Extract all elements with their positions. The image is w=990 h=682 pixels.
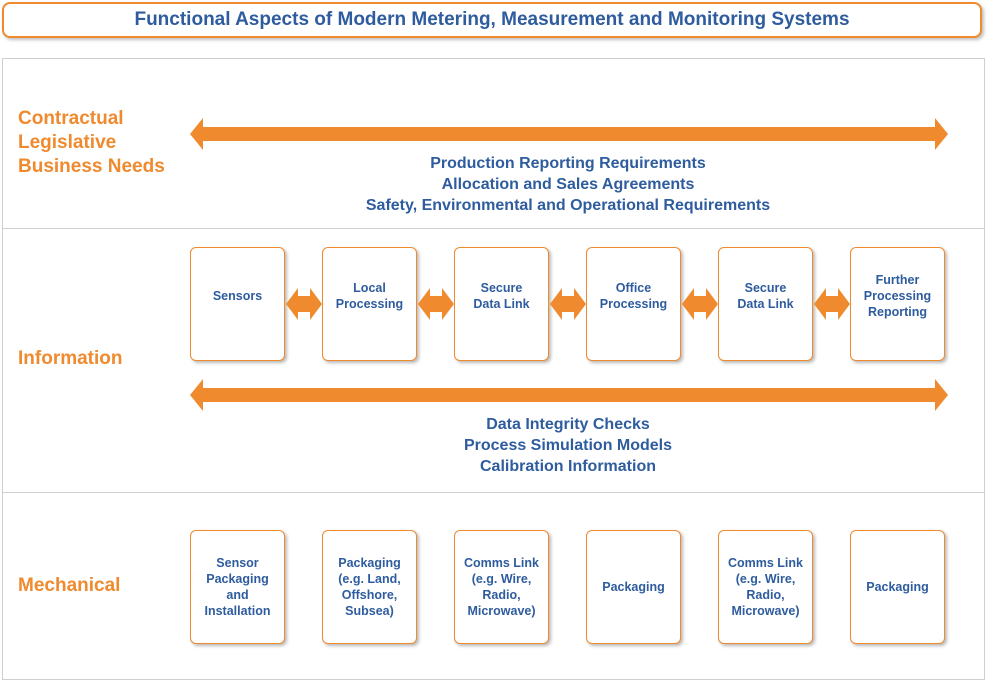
mech-box-packaging-2: Packaging	[850, 530, 945, 644]
box-label: Comms Link (e.g. Wire, Radio, Microwave)	[727, 556, 803, 618]
mechanical-row-label: Mechanical	[18, 575, 121, 596]
info-box-office-processing: Office Processing	[586, 247, 681, 361]
diagram-frame	[2, 58, 985, 680]
mech-box-packaging-land: Packaging (e.g. Land, Offshore, Subsea)	[322, 530, 417, 644]
box-label: Further Processing Reporting	[863, 273, 932, 319]
info-box-further-processing: Further Processing Reporting	[850, 247, 945, 361]
box-label: Secure Data Link	[473, 281, 530, 311]
box-label: Office Processing	[599, 281, 668, 311]
info-box-secure-data-link-2: Secure Data Link	[718, 247, 813, 361]
box-label: Packaging	[602, 580, 665, 594]
diagram-title: Functional Aspects of Modern Metering, M…	[134, 9, 850, 30]
bidirectional-arrow-icon	[286, 288, 322, 320]
double-headed-arrow-icon	[190, 118, 948, 150]
mech-box-comms-link-2: Comms Link (e.g. Wire, Radio, Microwave)	[718, 530, 813, 644]
bidirectional-arrow-icon	[682, 288, 718, 320]
box-label: Comms Link (e.g. Wire, Radio, Microwave)	[463, 556, 539, 618]
info-box-local-processing: Local Processing	[322, 247, 417, 361]
bidirectional-arrow-icon	[550, 288, 586, 320]
mech-box-packaging: Packaging	[586, 530, 681, 644]
row-divider-1	[3, 228, 984, 229]
double-headed-arrow-icon	[190, 379, 948, 411]
box-label: Packaging (e.g. Land, Offshore, Subsea)	[338, 556, 401, 618]
mech-box-comms-link: Comms Link (e.g. Wire, Radio, Microwave)	[454, 530, 549, 644]
box-label: Secure Data Link	[737, 281, 794, 311]
box-label: Local Processing	[335, 281, 404, 311]
contractual-row-label: Contractual Legislative Business Needs	[18, 108, 165, 177]
bidirectional-arrow-icon	[418, 288, 454, 320]
box-label: Sensor Packaging and Installation	[204, 556, 271, 618]
bidirectional-arrow-icon	[814, 288, 850, 320]
info-box-sensors: Sensors	[190, 247, 285, 361]
information-checks: Data Integrity Checks Process Simulation…	[463, 416, 673, 475]
info-box-secure-data-link: Secure Data Link	[454, 247, 549, 361]
title-box: Functional Aspects of Modern Metering, M…	[2, 2, 982, 38]
row-divider-2	[3, 492, 984, 493]
box-label: Sensors	[212, 289, 263, 303]
contractual-requirements: Production Reporting Requirements Alloca…	[365, 155, 771, 214]
box-label: Packaging	[866, 580, 929, 594]
information-row-label: Information	[18, 348, 123, 369]
mech-box-sensor-packaging: Sensor Packaging and Installation	[190, 530, 285, 644]
